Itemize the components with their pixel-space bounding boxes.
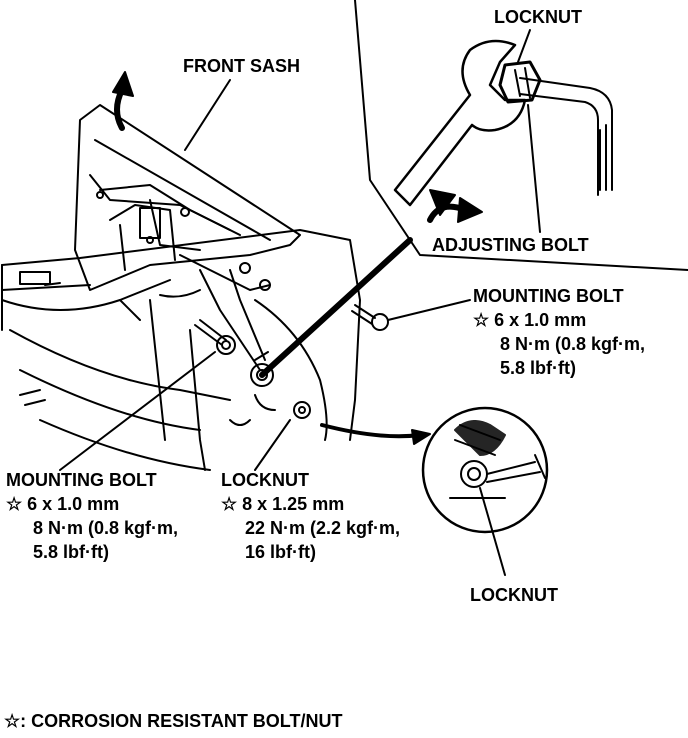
right-mounting-bolt-title: MOUNTING BOLT <box>473 286 624 306</box>
adjusting-bolt-label: ADJUSTING BOLT <box>432 235 589 255</box>
left-mounting-bolt-torque-2: 5.8 lbf·ft) <box>33 542 109 562</box>
footnote: ☆: CORROSION RESISTANT BOLT/NUT <box>4 711 343 731</box>
top-locknut-label: LOCKNUT <box>494 7 582 27</box>
front-sash-label: FRONT SASH <box>183 56 300 76</box>
left-mounting-bolt-size: ☆ 6 x 1.0 mm <box>6 494 120 514</box>
center-locknut-torque-2: 16 lbf·ft) <box>245 542 316 562</box>
detail-pointer <box>320 423 422 439</box>
right-mounting-bolt-torque-1: 8 N·m (0.8 kgf·m, <box>500 334 646 354</box>
locknut-detail-inset <box>421 406 549 534</box>
detail-locknut-leader <box>479 487 506 576</box>
left-mounting-bolt-torque-1: 8 N·m (0.8 kgf·m, <box>33 518 179 538</box>
top-locknut-leader <box>517 29 531 63</box>
center-locknut-title: LOCKNUT <box>221 470 309 490</box>
front-sash-leader <box>184 79 231 151</box>
adjusting-bolt-part <box>250 237 413 419</box>
left-mounting-bolt-part <box>194 319 236 355</box>
center-locknut-leader <box>254 419 291 471</box>
left-bolt-leader <box>59 351 216 471</box>
center-locknut-size: ☆ 8 x 1.25 mm <box>221 494 345 514</box>
right-mounting-bolt-size: ☆ 6 x 1.0 mm <box>473 310 587 330</box>
adjusting-bolt-leader <box>527 104 541 233</box>
wrench-inset <box>354 0 688 271</box>
detail-locknut-label: LOCKNUT <box>470 585 558 605</box>
right-bolt-leader <box>387 299 471 321</box>
right-mounting-bolt-torque-2: 5.8 lbf·ft) <box>500 358 576 378</box>
center-locknut-torque-1: 22 N·m (2.2 kgf·m, <box>245 518 401 538</box>
front-sash <box>74 104 301 371</box>
right-mounting-bolt-part <box>351 304 389 331</box>
sash-up-arrow <box>112 71 134 131</box>
left-mounting-bolt-title: MOUNTING BOLT <box>6 470 157 490</box>
door-panel <box>1 229 361 471</box>
